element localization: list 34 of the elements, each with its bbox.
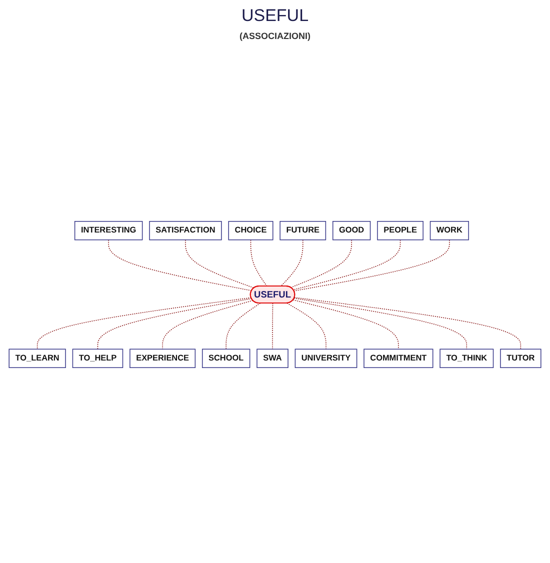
title: USEFUL <box>241 6 309 26</box>
connector <box>286 302 326 350</box>
connector <box>36 296 252 350</box>
subtitle: (ASSOCIAZIONI) <box>240 31 310 41</box>
connector <box>292 298 399 350</box>
connector <box>292 238 401 290</box>
connector <box>108 238 252 291</box>
connector <box>272 302 274 350</box>
node-box: FUTURE <box>280 220 326 240</box>
node-box: SATISFACTION <box>149 220 222 240</box>
node-box: TUTOR <box>500 348 542 368</box>
node-box: UNIVERSITY <box>294 348 358 368</box>
node-box: TO_LEARN <box>8 348 66 368</box>
node-box: CHOICE <box>228 220 274 240</box>
node-box: TO_HELP <box>72 348 124 368</box>
connector <box>280 238 304 286</box>
connector <box>162 300 254 350</box>
node-box: TO_THINK <box>440 348 494 368</box>
connector <box>290 238 352 288</box>
connector <box>294 297 468 350</box>
connector <box>185 238 254 288</box>
node-box: PEOPLE <box>377 220 424 240</box>
node-box: SCHOOL <box>202 348 250 368</box>
node-box: INTERESTING <box>74 220 143 240</box>
connector <box>294 238 450 291</box>
node-box: GOOD <box>332 220 371 240</box>
node-box: EXPERIENCE <box>130 348 196 368</box>
connector <box>294 296 522 350</box>
connector <box>226 302 261 350</box>
node-box: SWA <box>256 348 288 368</box>
connector <box>250 238 268 286</box>
connector <box>97 298 252 350</box>
node-box: WORK <box>430 220 469 240</box>
node-box: COMMITMENT <box>364 348 434 368</box>
